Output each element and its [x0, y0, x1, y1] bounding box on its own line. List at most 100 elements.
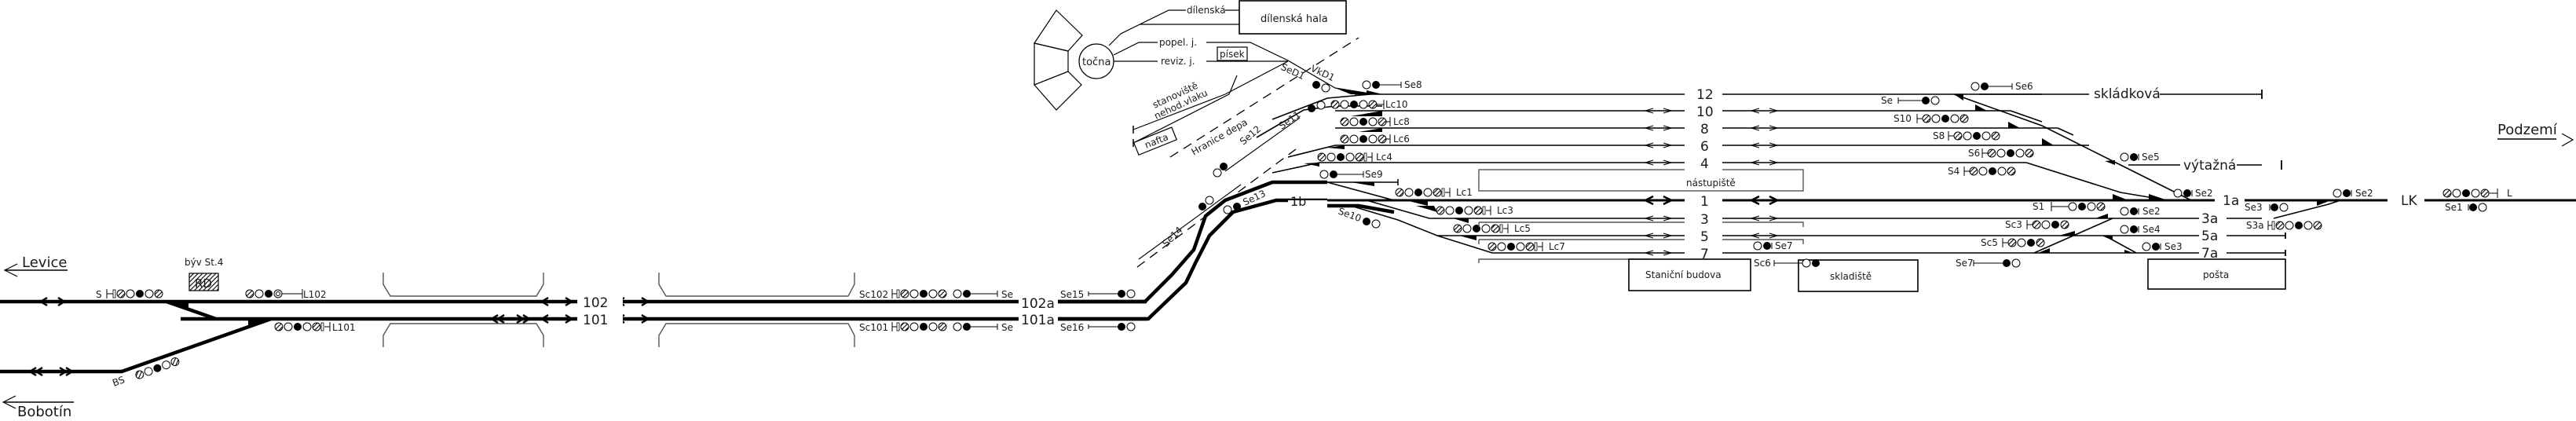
signal-se8: [1362, 80, 1402, 90]
label-levice: Levice: [22, 254, 67, 271]
label-tocna: točna: [1082, 57, 1111, 68]
track-101a-connection: [1058, 198, 1327, 321]
signal-s3a: [2267, 221, 2322, 230]
direction-levice: Levice: [3, 254, 68, 277]
signal-label-se9: Se9: [1365, 169, 1383, 180]
track-label-6: 6: [1700, 139, 1709, 155]
platform-outline: [1479, 239, 1804, 244]
track-5: [1350, 205, 2011, 236]
signal-label-l102: L102: [303, 289, 327, 300]
signal-se15: [1088, 289, 1136, 298]
building-posta: [2147, 258, 2286, 290]
signal-label-se8: Se8: [1404, 79, 1422, 90]
arrow-marker: [27, 296, 75, 377]
label-pisek: písek: [1220, 49, 1245, 60]
label-dilenska-hala: dílenská hala: [1261, 13, 1328, 25]
signal-label-se3: Se3: [2245, 202, 2263, 213]
track-label-1: 1: [1700, 194, 1709, 210]
signal-label-lc7: Lc7: [1549, 241, 1565, 252]
label-popel: popel. j.: [1159, 37, 1197, 48]
signal-s6: [1981, 148, 2034, 158]
track-dilenska: [1108, 9, 1186, 46]
platform-outline: [1478, 258, 1649, 263]
label-sed1: SeD1: [1279, 61, 1307, 82]
switch-frog: [248, 319, 271, 327]
signal-se5: [2120, 152, 2139, 162]
signal-label-se15: Se15: [1060, 289, 1084, 300]
signal-se7: [1753, 241, 1773, 251]
signal-se9: [1319, 170, 1364, 179]
signal-s1: [2051, 202, 2106, 211]
track-label-10: 10: [1696, 104, 1714, 120]
label-bobotin: Bobotín: [17, 404, 71, 420]
signal-sed1: [1312, 81, 1330, 93]
signal-label-sc101: Sc101: [859, 322, 888, 333]
signal-se4: [2120, 225, 2139, 234]
track-label-102: 102: [583, 295, 608, 311]
track-6: [1287, 145, 2089, 158]
svg-text:Podzemí: Podzemí: [2497, 122, 2558, 138]
label-reviz: reviz. j.: [1161, 56, 1195, 67]
track-label-101a: 101a: [1021, 313, 1055, 328]
turntable-stalls: [1033, 9, 1083, 111]
signal-s4: [1963, 167, 2016, 176]
signal-lc4: [1317, 152, 1373, 162]
signal-se16: [1088, 322, 1136, 331]
signal-lc7: [1487, 242, 1543, 251]
signal-label-s: S: [96, 289, 102, 300]
track-102a-connection: [1058, 180, 1327, 304]
signal-label-s10: S10: [1894, 113, 1912, 124]
signal-label-se: Se: [1001, 322, 1013, 333]
signal-sc101: [891, 322, 998, 331]
track-link: [2010, 110, 2043, 123]
signal-label-s6: S6: [1968, 148, 1980, 159]
signal-l101: [274, 322, 331, 331]
signal-lc1: [1395, 188, 1451, 197]
track-se14: [1138, 184, 1242, 260]
track-7: [1436, 235, 2081, 254]
track-se12: [1224, 117, 1301, 172]
signal-label-lc4: Lc4: [1376, 152, 1392, 163]
track-label-5: 5: [1700, 229, 1709, 245]
signal-label-se1: Se1: [2445, 202, 2463, 213]
label-bg: [1019, 295, 1058, 328]
track-3: [1366, 200, 2026, 219]
signal-se2-right: [2333, 189, 2352, 198]
track-link: [2025, 162, 2168, 201]
track-label-102a: 102a: [1021, 296, 1055, 312]
signal-label-se5: Se5: [2142, 152, 2160, 163]
signal-label-lc6: Lc6: [1393, 134, 1410, 145]
signal-label-se3: Se3: [2164, 241, 2183, 252]
signal-s8: [1948, 131, 2000, 141]
signal-bs: [135, 357, 180, 379]
signal-se11: [1308, 101, 1326, 112]
signal-s10: [1916, 114, 1969, 123]
signal-lc3: [1436, 206, 1491, 215]
signal-label-se2: Se2: [2355, 188, 2373, 199]
signal-lc6: [1340, 134, 1391, 144]
building-stanicni-budova: [1628, 258, 1751, 291]
track-label-3a: 3a: [2201, 211, 2218, 227]
signal-s: [106, 289, 163, 298]
signal-se3-right: [2269, 203, 2289, 212]
switch-frog: [1954, 94, 2168, 200]
label-bg: [2089, 85, 2160, 99]
label-nastupiste: nástupiště: [1686, 178, 1736, 189]
track-label-lk: LK: [2401, 193, 2417, 209]
track-nafta: [1132, 75, 1238, 144]
signal-label-se7: Se7: [1956, 258, 1974, 269]
track-stanoviste: [1132, 60, 1289, 130]
track-label-8: 8: [1700, 122, 1709, 137]
signal-lc5: [1453, 224, 1509, 233]
signal-label-lc5: Lc5: [1514, 223, 1531, 234]
signal-sc5: [2002, 238, 2045, 247]
track-number-column: [1685, 85, 1722, 258]
label-stanicni-budova: Staniční budova: [1645, 269, 1722, 280]
switch-frog: [2038, 214, 2133, 253]
platform-outline: [1479, 221, 1804, 227]
track-3a-link: [2273, 200, 2341, 219]
arrow-marker: [1644, 108, 1779, 256]
signal-label-se: Se: [1881, 95, 1893, 106]
track-link: [1326, 181, 1395, 201]
